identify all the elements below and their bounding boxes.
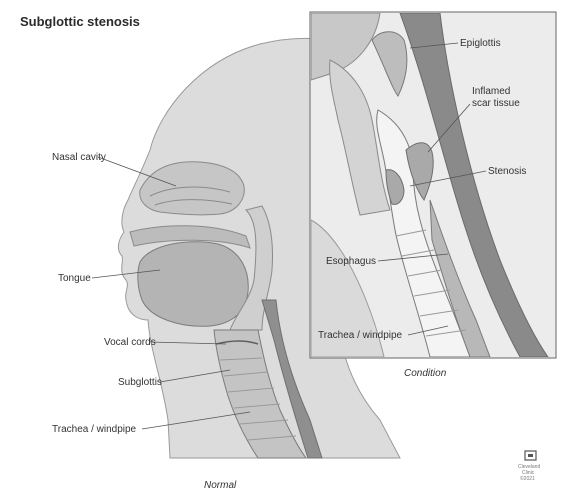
label-epiglottis: Epiglottis (460, 38, 501, 49)
label-trachea-right: Trachea / windpipe (318, 330, 403, 341)
label-trachea-left: Trachea / windpipe (52, 424, 137, 435)
label-tongue: Tongue (58, 273, 91, 284)
condition-inset: Epiglottis Inflamed scar tissue Stenosis… (310, 12, 556, 358)
label-esophagus: Esophagus (326, 256, 376, 267)
label-inflamed-line1: Inflamed (472, 86, 510, 97)
label-inflamed-line2: scar tissue (472, 98, 520, 109)
cleveland-clinic-logo: Cleveland Clinic ©2021 (518, 451, 540, 482)
label-stenosis: Stenosis (488, 166, 526, 177)
label-nasal-cavity: Nasal cavity (52, 152, 106, 163)
diagram-title: Subglottic stenosis (20, 14, 140, 29)
caption-condition: Condition (404, 368, 447, 379)
logo-text-line3: ©2021 (520, 475, 535, 482)
label-vocal-cords: Vocal cords (104, 337, 156, 348)
caption-normal: Normal (204, 480, 237, 491)
tongue-shape (138, 242, 248, 327)
logo-mark-inner (528, 454, 533, 457)
label-subglottis: Subglottis (118, 377, 162, 388)
